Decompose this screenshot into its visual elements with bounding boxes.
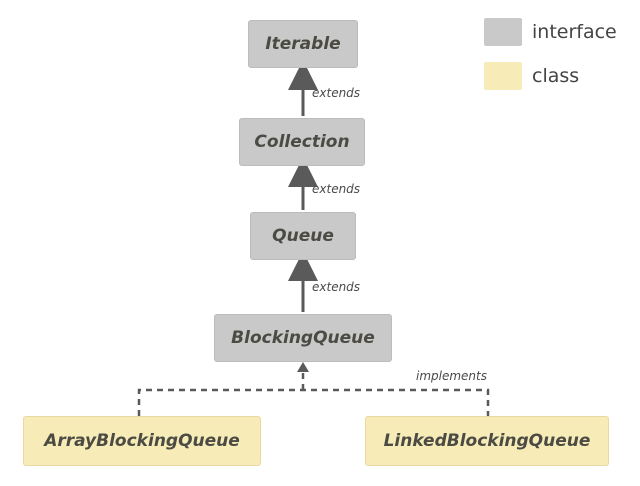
queue-node: Queue	[250, 212, 356, 260]
implements-connector	[137, 370, 490, 416]
legend-class-swatch	[484, 62, 522, 90]
extends-label-1: extends	[312, 86, 361, 100]
blocking-queue-node: BlockingQueue	[214, 314, 392, 362]
linked-blocking-queue-node: LinkedBlockingQueue	[365, 416, 609, 466]
legend-interface-label: interface	[532, 21, 617, 43]
array-blocking-queue-node: ArrayBlockingQueue	[23, 416, 261, 466]
iterable-node: Iterable	[248, 20, 358, 68]
extends-label-2: extends	[312, 182, 361, 196]
implements-label: implements	[416, 369, 487, 383]
extends-label-3: extends	[312, 280, 361, 294]
collection-node: Collection	[239, 118, 365, 166]
implements-arrowhead	[297, 362, 309, 372]
legend-interface-swatch	[484, 18, 522, 46]
legend-class-label: class	[532, 65, 580, 87]
